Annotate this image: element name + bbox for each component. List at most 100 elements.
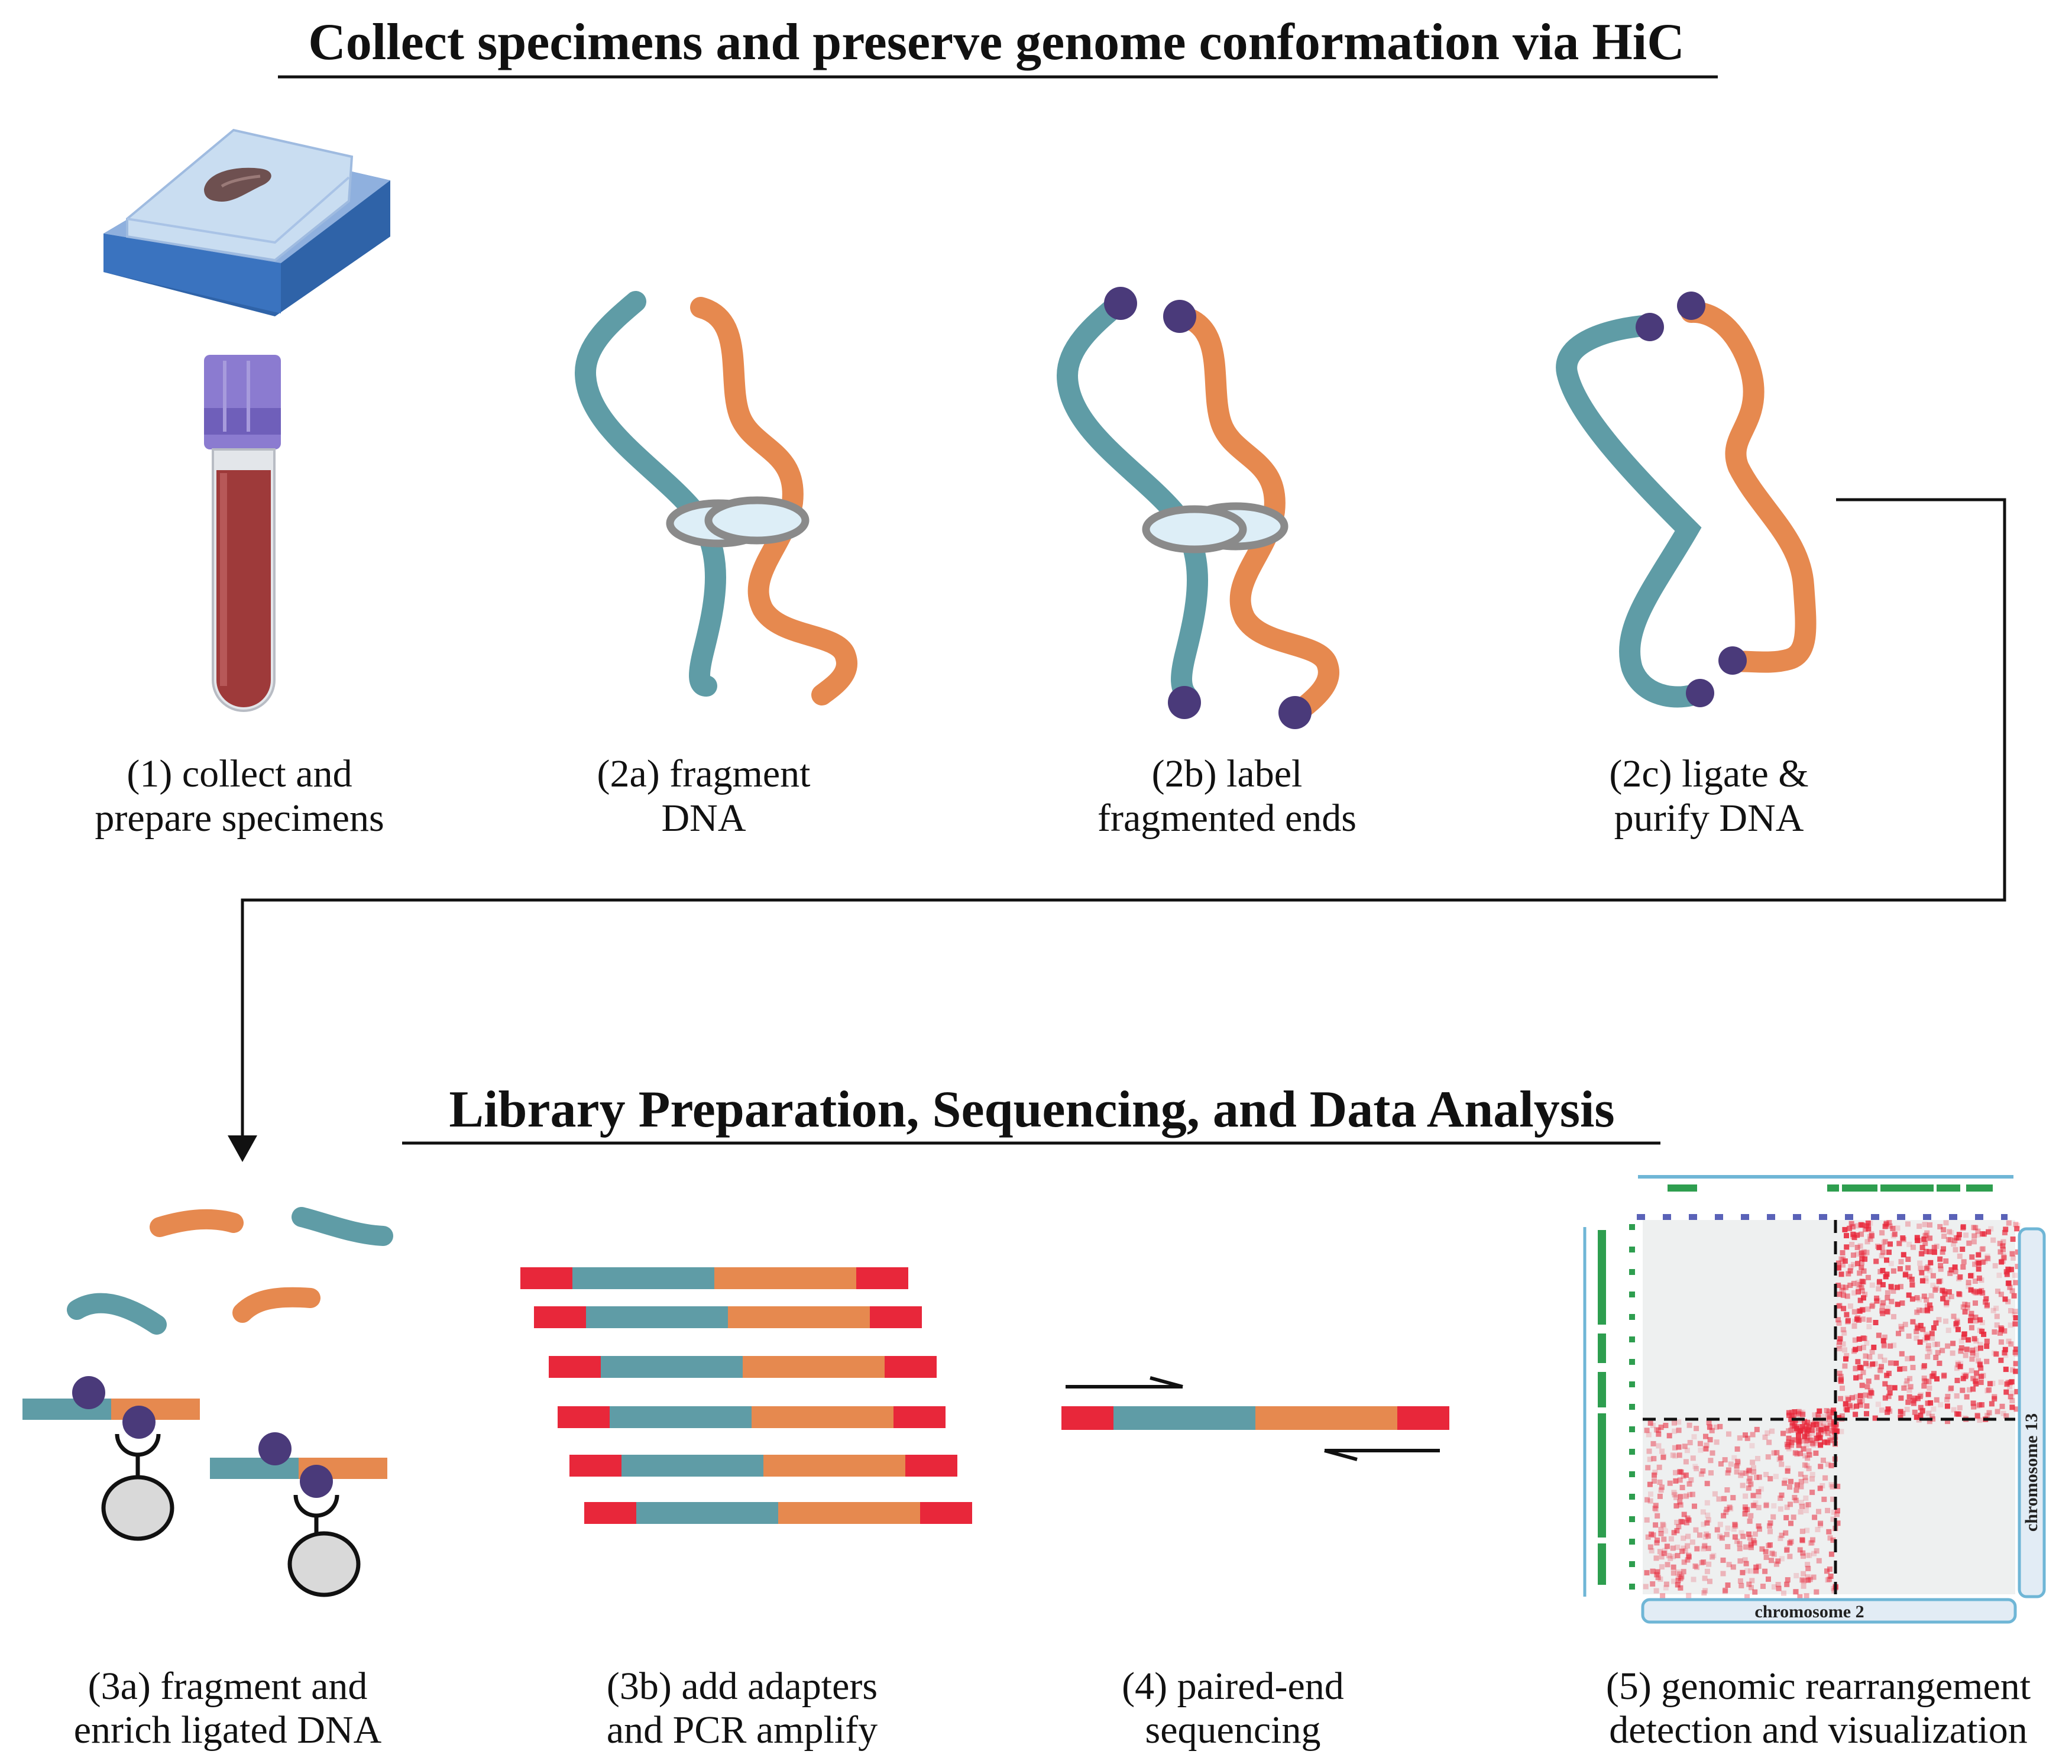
heat-cell (1805, 1574, 1811, 1580)
heat-cell (2009, 1404, 2015, 1410)
heat-cell (1921, 1375, 1927, 1381)
heat-cell (1792, 1589, 1798, 1595)
heat-cell (1672, 1428, 1678, 1434)
contact-heatmap: chromosome 13 chromosome 2 (1583, 1175, 2046, 1624)
heat-cell (1786, 1428, 1792, 1434)
heat-cell (1888, 1261, 1894, 1267)
heat-cell (2009, 1398, 2015, 1404)
heat-cell (1896, 1241, 1902, 1247)
heat-cell (1815, 1527, 1821, 1532)
heat-cell (1804, 1435, 1810, 1441)
heat-cell (1756, 1504, 1762, 1510)
heat-cell (1706, 1561, 1712, 1567)
heat-cell (1882, 1343, 1887, 1349)
heat-cell (1827, 1566, 1833, 1572)
heat-cell (1970, 1400, 1976, 1406)
heat-cell (1813, 1440, 1819, 1446)
heat-cell (1850, 1224, 1856, 1230)
heat-cell (2013, 1368, 2019, 1374)
heat-cell (1853, 1347, 1859, 1352)
heat-cell (1869, 1282, 1875, 1288)
heat-cell (1947, 1237, 1953, 1243)
heat-cell (2008, 1394, 2013, 1400)
heat-cell (2002, 1328, 2008, 1334)
heat-cell (1957, 1364, 1963, 1370)
heat-cell (1944, 1397, 1950, 1403)
heat-cell (1837, 1377, 1843, 1383)
heat-cell (1877, 1354, 1883, 1360)
heat-cell (1986, 1229, 1992, 1235)
heat-cell (1838, 1271, 1844, 1277)
heat-cell (1924, 1297, 1929, 1303)
heat-cell (1974, 1259, 1980, 1265)
heat-cell (1803, 1436, 1809, 1442)
heat-cell (1748, 1482, 1753, 1488)
heat-cell (1844, 1233, 1849, 1238)
heat-cell (1681, 1559, 1687, 1565)
heat-cell (1810, 1537, 1815, 1543)
heat-cell (2003, 1389, 2009, 1395)
heat-cell (1857, 1399, 1863, 1404)
heat-cell (1927, 1385, 1932, 1391)
heat-cell (1955, 1360, 1961, 1366)
heat-cell (1763, 1549, 1769, 1555)
heat-cell (1995, 1409, 2000, 1415)
heat-cell (2013, 1406, 2019, 1412)
heat-cell (1925, 1264, 1931, 1270)
heat-cell (1880, 1282, 1886, 1287)
heat-cell (1800, 1553, 1806, 1559)
heat-cell (1841, 1306, 1847, 1312)
heat-cell (1703, 1433, 1708, 1439)
heat-cell (1960, 1264, 1966, 1270)
heat-cell (1705, 1533, 1711, 1539)
heat-cell (1997, 1249, 2003, 1255)
heat-cell (2014, 1226, 2020, 1232)
heat-cell (1979, 1402, 1984, 1408)
heat-cell (1929, 1331, 1935, 1336)
heat-cell (1809, 1441, 1815, 1446)
heat-cell (1977, 1417, 1983, 1423)
heat-cell (1843, 1284, 1848, 1290)
heat-cell (1700, 1468, 1706, 1474)
heat-cell (1952, 1264, 1958, 1270)
heat-cell (1808, 1437, 1814, 1443)
heat-cell (1809, 1440, 1815, 1446)
heat-cell (1922, 1337, 1928, 1343)
heat-cell (1737, 1540, 1743, 1546)
heat-cell (1677, 1469, 1683, 1475)
heat-cell (1707, 1578, 1712, 1584)
heat-cell (1920, 1326, 1926, 1332)
heat-cell (1930, 1283, 1936, 1289)
heat-cell (1983, 1299, 1988, 1305)
heat-cell (1956, 1235, 1961, 1241)
heat-cell (1825, 1577, 1831, 1583)
heat-cell (1958, 1361, 1964, 1367)
heat-cell (1817, 1420, 1823, 1426)
heat-cell (1753, 1568, 1759, 1574)
heat-cell (1922, 1233, 1928, 1239)
heat-cell (1671, 1530, 1677, 1536)
heat-cell (1661, 1523, 1667, 1529)
heat-cell (1798, 1478, 1804, 1484)
heat-cell (1969, 1356, 1975, 1362)
heat-cell (1857, 1364, 1863, 1370)
heat-cell (1866, 1363, 1872, 1369)
heat-cell (1965, 1302, 1970, 1308)
heat-cell (1798, 1427, 1804, 1433)
heat-cell (1984, 1413, 1990, 1419)
heat-cell (1779, 1532, 1785, 1538)
heat-cell (1804, 1442, 1809, 1448)
heat-cell (1674, 1520, 1680, 1525)
heat-cell (1971, 1404, 1977, 1410)
heat-cell (1809, 1490, 1815, 1496)
heat-cell (1656, 1464, 1662, 1470)
heat-cell (1704, 1481, 1710, 1487)
heat-cell (1899, 1326, 1905, 1332)
svg-text:(3b) add adapters: (3b) add adapters (607, 1665, 878, 1708)
heat-cell (1840, 1256, 1846, 1262)
heat-cell (1986, 1410, 1992, 1416)
heat-cell (1864, 1223, 1870, 1229)
heat-cell (1948, 1267, 1954, 1273)
heat-cell (1704, 1500, 1710, 1506)
